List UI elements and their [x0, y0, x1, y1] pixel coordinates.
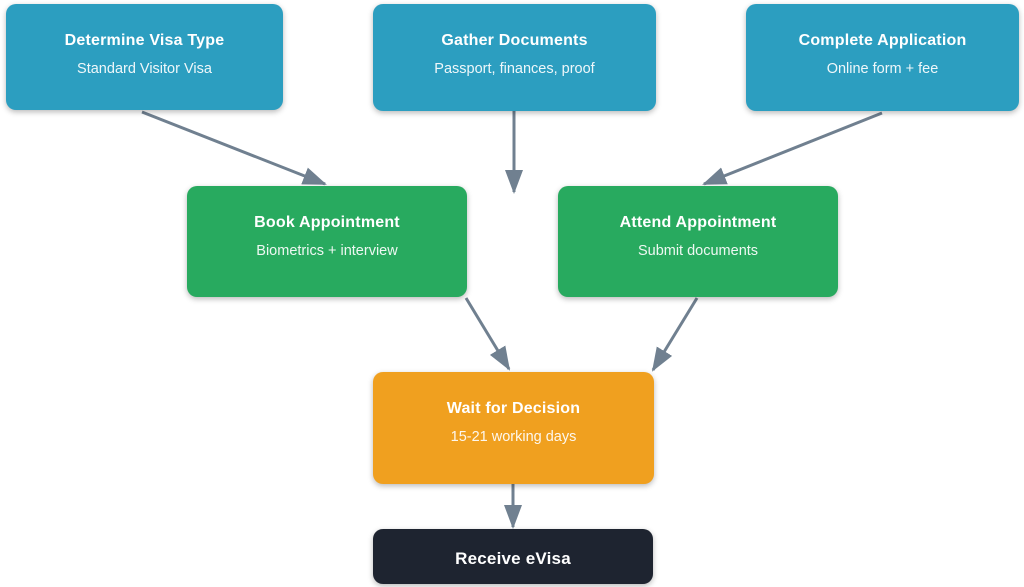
node-title: Gather Documents	[441, 32, 588, 49]
node-title: Wait for Decision	[446, 400, 581, 417]
node-gather-documents: Gather Documents Passport, finances, pro…	[373, 4, 656, 111]
node-wait-for-decision: Wait for Decision 15-21 working days	[373, 372, 654, 484]
node-book-appointment: Book Appointment Biometrics + interview	[187, 186, 467, 297]
node-subtitle: Online form + fee	[826, 61, 939, 77]
node-determine-visa-type: Determine Visa Type Standard Visitor Vis…	[6, 4, 283, 110]
arrow-book-to-wait	[464, 297, 511, 371]
node-subtitle: 15-21 working days	[450, 429, 577, 445]
node-receive-evisa: Receive eVisa	[373, 529, 653, 584]
node-title: Receive eVisa	[455, 548, 571, 568]
node-title: Complete Application	[798, 32, 967, 49]
node-title: Book Appointment	[254, 214, 400, 231]
node-title: Attend Appointment	[619, 214, 777, 231]
node-subtitle: Submit documents	[637, 243, 759, 259]
arrow-complete-to-attend	[702, 111, 883, 186]
node-title: Determine Visa Type	[64, 32, 225, 49]
arrow-attend-to-wait	[651, 297, 699, 372]
node-subtitle: Passport, finances, proof	[434, 61, 595, 77]
node-complete-application: Complete Application Online form + fee	[746, 4, 1019, 111]
node-subtitle: Standard Visitor Visa	[77, 61, 212, 77]
node-attend-appointment: Attend Appointment Submit documents	[558, 186, 838, 297]
arrow-determine-to-book	[141, 110, 327, 186]
node-subtitle: Biometrics + interview	[256, 243, 398, 259]
